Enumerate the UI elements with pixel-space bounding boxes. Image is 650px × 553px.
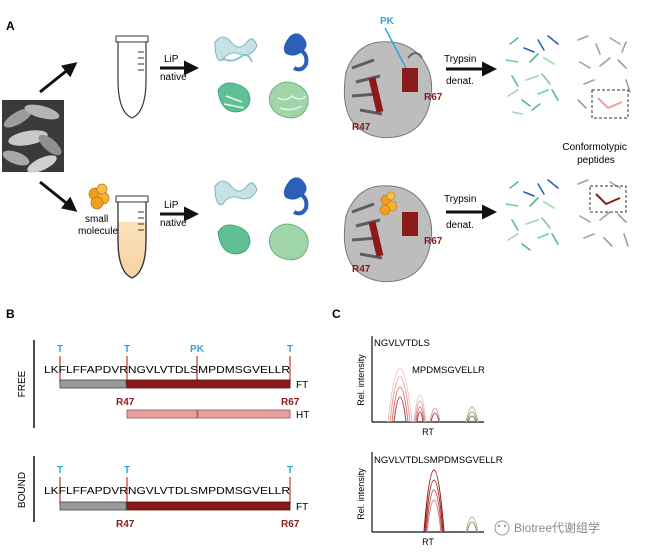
free-grey-fragment — [59, 379, 127, 389]
free-sequence: LKFLFFAPDVRNGVLVTDLSMPDMSGVELLR — [44, 364, 290, 376]
free-r47-label: R47 — [116, 397, 135, 408]
free-ht-fragment-1 — [126, 409, 198, 419]
bound-state-label: BOUND — [17, 472, 28, 508]
r47-label-bottom: R47 — [352, 264, 371, 275]
panel-a-label: A — [6, 19, 15, 33]
bound-r67-label: R67 — [281, 519, 300, 530]
bound-trypsin-site-3: T — [287, 465, 293, 476]
free-ft-label: FT — [296, 380, 308, 391]
free-trypsin-site-3: T — [287, 344, 293, 355]
protein-cluster-top — [214, 33, 309, 119]
tube-small-molecule — [115, 195, 149, 279]
arrow-to-small-molecule — [39, 180, 78, 212]
conformotypic-peptide-bottom — [595, 193, 621, 206]
small-molecule-icon — [88, 183, 110, 210]
r47-label-top: R47 — [352, 122, 371, 133]
chrom-top-xlabel: RT — [422, 427, 434, 437]
panel-c-label: C — [332, 307, 341, 321]
bound-small-molecule-icon — [379, 191, 398, 216]
conformotypic-box-top — [591, 89, 629, 119]
trypsin-bottom-label: Trypsin denat. — [444, 194, 479, 231]
lip-native-bottom-label: LiP native — [160, 200, 187, 229]
chrom-bottom-ylabel: Rel. intensity — [356, 468, 366, 520]
trypsin-top-label: Trypsin denat. — [444, 54, 479, 87]
protein-structure-bottom — [343, 185, 433, 283]
free-trypsin-site-1: T — [57, 344, 63, 355]
bound-trypsin-site-1: T — [57, 465, 63, 476]
free-ft-fragment — [126, 379, 291, 389]
protein-cluster-bottom — [214, 177, 309, 261]
small-molecule-label: small molecule — [78, 214, 118, 237]
pk-label: PK — [380, 16, 395, 27]
chrom-bottom-peaks — [423, 469, 479, 533]
conformotypic-peptide-top — [597, 97, 623, 110]
chrom-top-peaks — [387, 367, 479, 423]
bound-ft-label: FT — [296, 502, 308, 513]
conformotypic-label: Conformotypic peptides — [562, 142, 629, 166]
pk-pointer-line — [384, 27, 407, 69]
free-state-label: FREE — [17, 370, 28, 397]
bound-r47-label: R47 — [116, 519, 135, 530]
chrom-top-peptide1: NGVLVTDLS — [374, 338, 430, 349]
tube-native — [115, 35, 149, 119]
panel-b-label: B — [6, 307, 15, 321]
free-pk-site: PK — [190, 344, 205, 355]
peptide-fragments-top — [505, 35, 631, 115]
conformotypic-box-bottom — [589, 185, 627, 213]
free-trypsin-site-2: T — [124, 344, 130, 355]
r67-label-bottom: R67 — [424, 236, 443, 247]
free-r67-label: R67 — [281, 397, 300, 408]
free-ht-fragment-2 — [197, 409, 291, 419]
bound-grey-fragment — [59, 501, 127, 511]
r67-label-top: R67 — [424, 92, 443, 103]
protein-structure-top — [343, 41, 433, 139]
arrow-to-native — [39, 62, 78, 94]
peptide-fragments-bottom — [505, 179, 629, 251]
bacteria-micrograph-image — [2, 100, 64, 173]
free-ht-label: HT — [296, 410, 309, 421]
chrom-bottom-peptide1: NGVLVTDLSMPDMSGVELLR — [374, 455, 503, 466]
chrom-bottom-xlabel: RT — [422, 537, 434, 547]
bound-ft-fragment — [126, 501, 291, 511]
watermark-logo-icon — [494, 520, 510, 536]
chrom-top-peptide2: MPDMSGVELLR — [412, 365, 485, 376]
bound-trypsin-site-2: T — [124, 465, 130, 476]
chrom-top-ylabel: Rel. intensity — [356, 354, 366, 406]
bound-sequence: LKFLFFAPDVRNGVLVTDLSMPDMSGVELLR — [44, 485, 290, 497]
watermark-text: Biotree代谢组学 — [514, 520, 600, 535]
lip-native-top-label: LiP native — [160, 54, 187, 83]
